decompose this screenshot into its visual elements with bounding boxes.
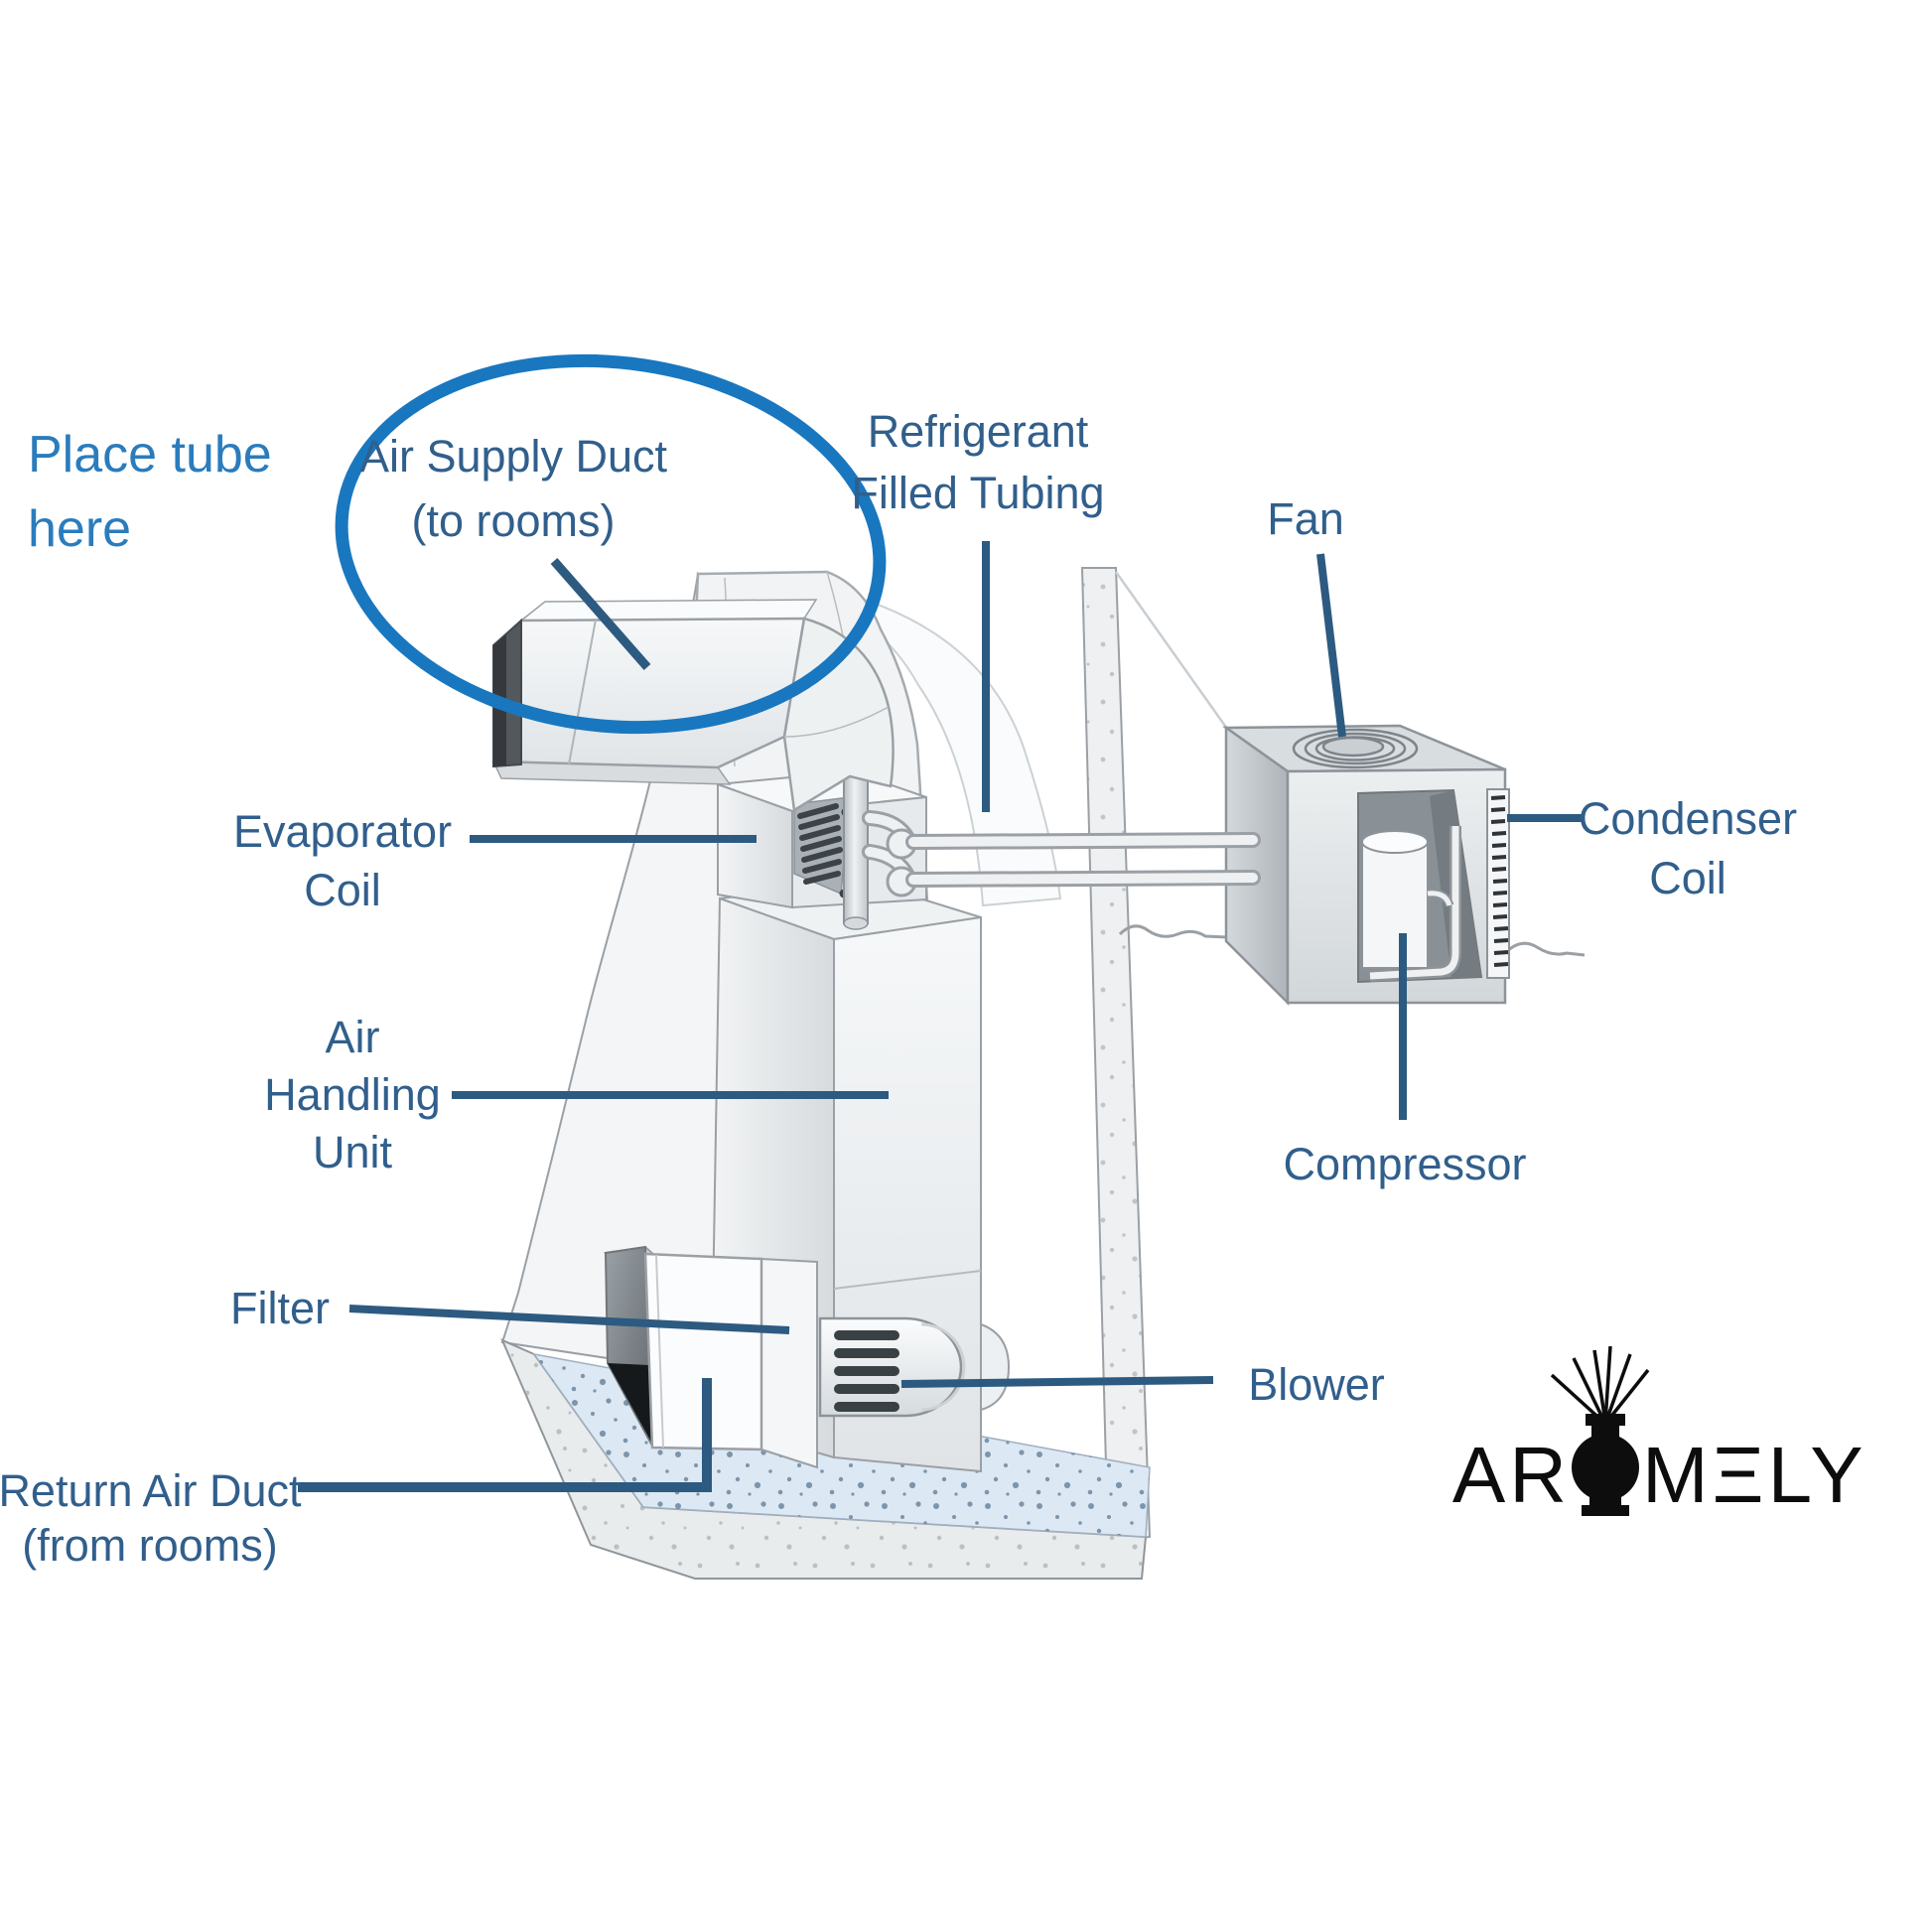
label-blower: Blower (1248, 1359, 1385, 1410)
curved-duct-to-wall (850, 594, 1062, 907)
label-ahu-2: Handling (264, 1069, 441, 1120)
label-refrigerant-1: Refrigerant (868, 406, 1089, 457)
logo-text-right: MΞLY (1642, 1431, 1867, 1519)
logo-vase-icon (1550, 1345, 1650, 1516)
brand-logo: AR MΞLY (1452, 1345, 1867, 1519)
label-evaporator-1: Evaporator (233, 806, 452, 857)
vase-neck (1591, 1422, 1619, 1438)
filter-slab (643, 1252, 763, 1451)
floor-rim-speckles (502, 1340, 1146, 1579)
label-ahu-1: Air (326, 1012, 380, 1062)
label-ahu-3: Unit (313, 1127, 393, 1177)
text-labels: Place tube here Air Supply Duct (to room… (0, 406, 1797, 1571)
condenser-unit (1118, 724, 1586, 1007)
elbow-seam (783, 706, 890, 738)
label-air-supply-duct-1: Air Supply Duct (359, 431, 668, 482)
fan-leader-line (1316, 553, 1346, 738)
duct-top-face (518, 599, 818, 621)
house-wall (1080, 567, 1229, 1543)
blower-rear-cap (980, 1322, 1011, 1412)
return-and-filter (603, 1245, 818, 1469)
logo-text-left: AR (1452, 1431, 1571, 1519)
filter-leader-line (348, 1305, 790, 1334)
blower-leader-line (900, 1376, 1214, 1388)
wall-ground-line (1114, 571, 1229, 730)
condenser-left-face (1224, 725, 1290, 1007)
label-fan: Fan (1267, 493, 1344, 544)
return-duct-leader-line (298, 1378, 712, 1492)
highlight-ellipse (335, 353, 887, 735)
supply-duct-pointer-line (550, 558, 651, 670)
internal-pipe (1369, 826, 1459, 980)
label-return-duct-2: (from rooms) (22, 1520, 278, 1571)
ahu-seam (833, 1270, 982, 1290)
vase-foot (1582, 1505, 1629, 1516)
leader-lines (298, 541, 1583, 1492)
condenser-fan-rings (1292, 728, 1419, 769)
wire-left (1118, 924, 1228, 939)
compressor-cylinder (1361, 830, 1454, 969)
vase-base (1589, 1494, 1621, 1507)
logo-reed-sticks (1550, 1345, 1650, 1426)
wall-speckles (1082, 568, 1150, 1541)
note-line2: here (28, 500, 131, 558)
label-filter: Filter (230, 1283, 330, 1333)
wire-right (1503, 941, 1586, 957)
label-evaporator-2: Coil (304, 865, 381, 915)
supply-duct (491, 599, 895, 813)
blower-motor (818, 1316, 966, 1418)
duct-seam-1 (568, 619, 597, 765)
label-refrigerant-2: Filled Tubing (851, 468, 1104, 518)
duct-front-face (491, 617, 806, 769)
label-air-supply-duct-2: (to rooms) (411, 495, 615, 546)
blower-slats (834, 1330, 899, 1412)
blower-cap-line (920, 1322, 966, 1412)
filter-back-panel (760, 1257, 818, 1469)
refrigerant-tubes (862, 810, 1261, 897)
filter-slab-edge (655, 1254, 664, 1449)
vase-body (1572, 1434, 1639, 1501)
label-return-duct-1: Return Air Duct (0, 1465, 302, 1516)
label-condenser-2: Coil (1649, 853, 1726, 903)
condenser-coil-fins (1486, 788, 1510, 979)
label-compressor: Compressor (1283, 1139, 1526, 1189)
label-condenser-1: Condenser (1579, 793, 1797, 844)
note-line1: Place tube (28, 426, 272, 483)
